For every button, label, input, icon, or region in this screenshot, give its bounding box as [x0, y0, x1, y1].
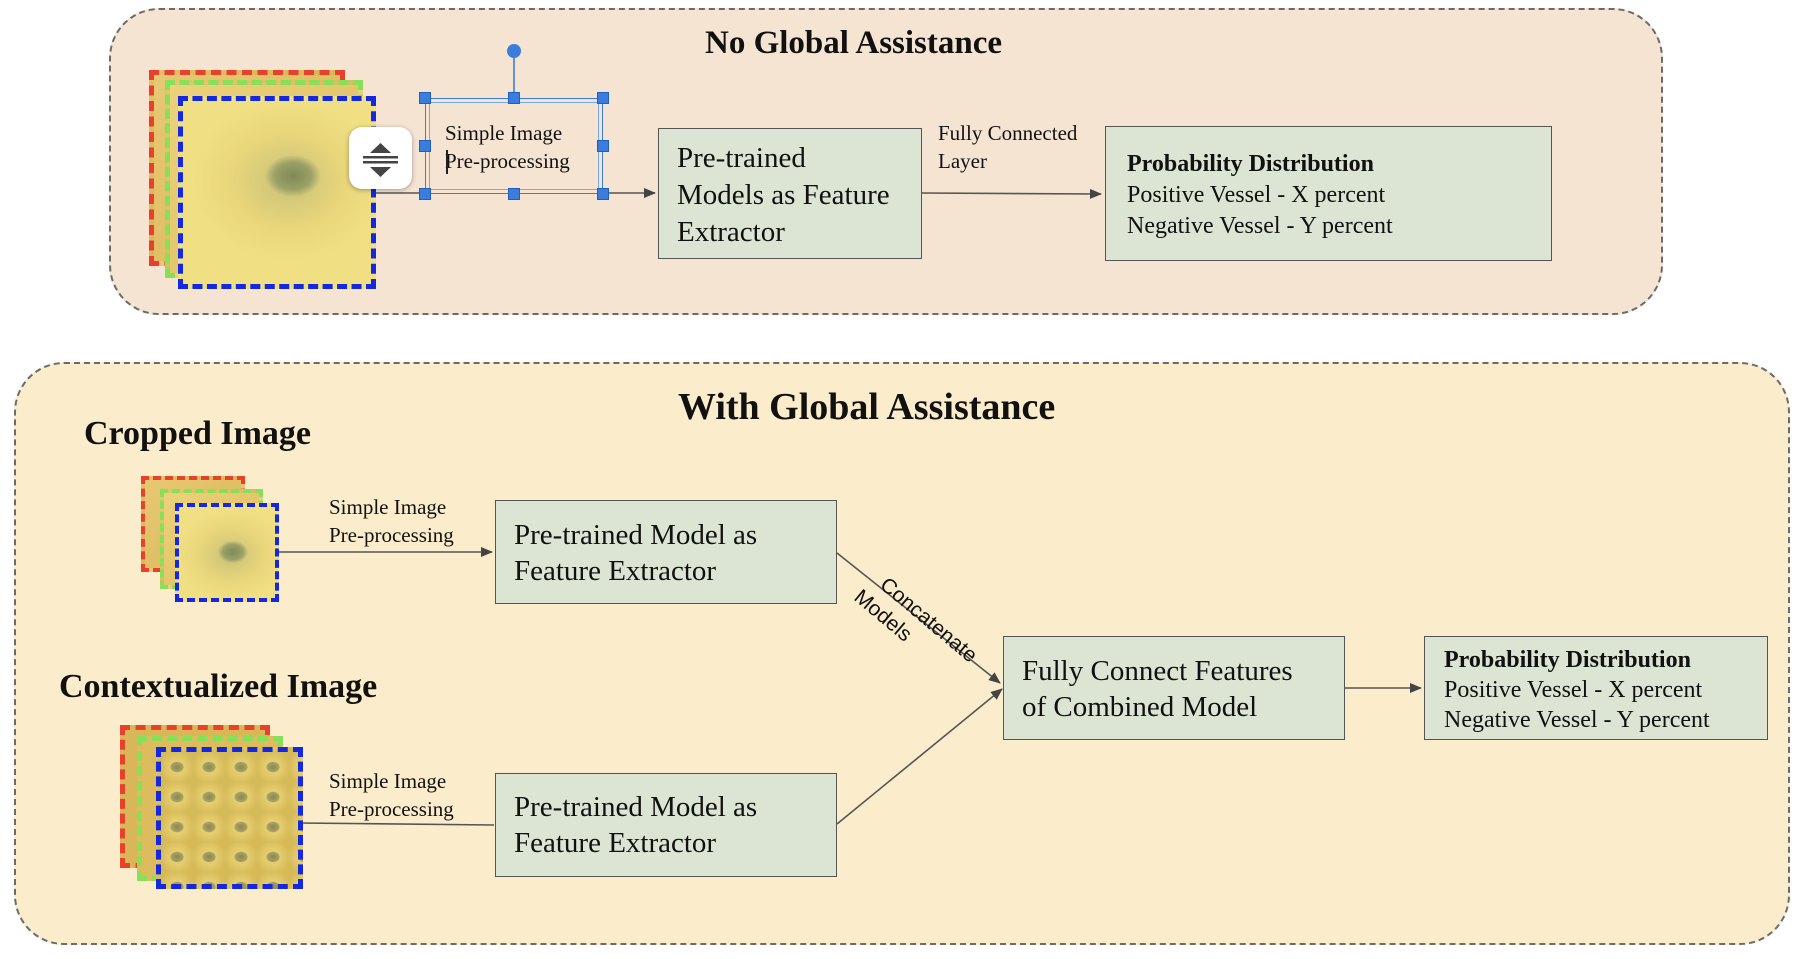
context-preprocess-line1: Simple Image — [329, 769, 447, 793]
cropped-preprocess-line2: Pre-processing — [329, 523, 454, 547]
contextualized-image-stack — [120, 725, 305, 890]
combined-line2: of Combined Model — [1022, 691, 1258, 723]
fully-connected-label-line1: Fully Connected — [938, 121, 1078, 145]
context-feature-line1: Pre-trained Model as — [514, 791, 758, 823]
bottom-prob-title: Probability Distribution — [1444, 647, 1691, 673]
context-feature-line2: Feature Extractor — [514, 827, 717, 859]
resize-handle-e[interactable] — [597, 140, 609, 152]
resize-vertical-button[interactable] — [349, 127, 412, 189]
arrow-extractor2-to-combined — [836, 688, 1003, 825]
resize-handle-w[interactable] — [419, 140, 431, 152]
bottom-prob-negative: Negative Vessel - Y percent — [1444, 707, 1710, 733]
cropped-feature-extractor-box: Pre-trained Model as Feature Extractor — [495, 500, 837, 604]
arrow-extractor-to-probability — [920, 188, 1102, 199]
top-feature-line2: Models as Feature — [677, 179, 890, 211]
cropped-feature-line2: Feature Extractor — [514, 555, 717, 587]
no-global-assistance-title: No Global Assistance — [705, 25, 1003, 61]
resize-handle-ne[interactable] — [597, 92, 609, 104]
with-global-assistance-title: With Global Assistance — [678, 386, 1056, 428]
top-prob-title: Probability Distribution — [1127, 151, 1374, 177]
resize-handle-sw[interactable] — [419, 188, 431, 200]
top-feature-line3: Extractor — [677, 216, 785, 248]
cropped-image-title: Cropped Image — [84, 415, 311, 452]
line-context-to-extractor — [297, 822, 495, 826]
context-feature-extractor-box: Pre-trained Model as Feature Extractor — [495, 773, 837, 877]
blue-frame-layer — [178, 96, 376, 289]
cropped-image-stack-top — [149, 70, 379, 290]
cropped-image-stack — [141, 476, 281, 602]
bottom-probability-box: Probability Distribution Positive Vessel… — [1424, 636, 1768, 740]
resize-handle-n[interactable] — [508, 92, 520, 104]
top-feature-extractor-box: Pre-trained Models as Feature Extractor — [658, 128, 922, 259]
combined-line1: Fully Connect Features — [1022, 655, 1293, 687]
text-cursor — [446, 150, 448, 174]
resize-handle-se[interactable] — [597, 188, 609, 200]
resize-handle-nw[interactable] — [419, 92, 431, 104]
blue-frame-layer — [156, 747, 303, 889]
resize-handle-s[interactable] — [508, 188, 520, 200]
top-probability-box: Probability Distribution Positive Vessel… — [1105, 126, 1552, 261]
bottom-prob-positive: Positive Vessel - X percent — [1444, 677, 1703, 703]
top-feature-line1: Pre-trained — [677, 142, 806, 174]
combined-model-box: Fully Connect Features of Combined Model — [1003, 636, 1345, 740]
top-preprocess-label-line2: Pre-processing — [445, 149, 570, 173]
blue-frame-layer — [175, 503, 279, 602]
top-prob-negative: Negative Vessel - Y percent — [1127, 213, 1393, 239]
top-preprocess-label-line1: Simple Image — [445, 121, 563, 145]
cropped-feature-line1: Pre-trained Model as — [514, 519, 758, 551]
contextualized-image-title: Contextualized Image — [59, 668, 378, 705]
top-prob-positive: Positive Vessel - X percent — [1127, 182, 1386, 208]
arrow-extractor1-to-combined — [836, 552, 1001, 684]
context-preprocess-line2: Pre-processing — [329, 797, 454, 821]
resize-vertical-icon — [363, 143, 398, 177]
fully-connected-label-line2: Layer — [938, 149, 987, 173]
cropped-preprocess-line1: Simple Image — [329, 495, 447, 519]
